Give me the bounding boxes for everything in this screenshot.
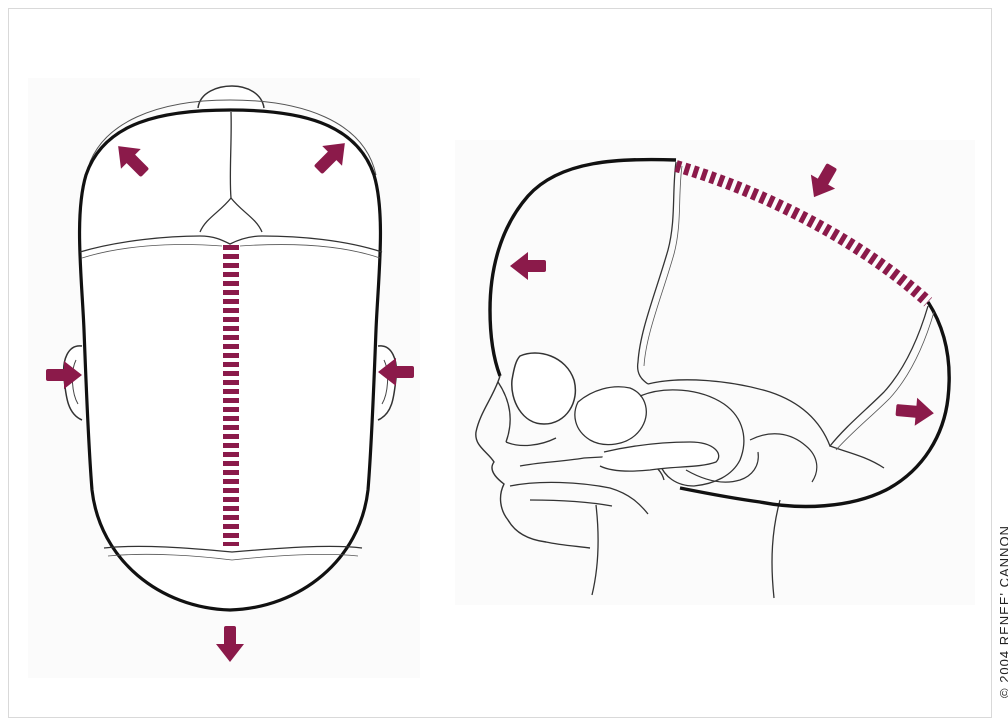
arrow-back-down	[216, 626, 244, 662]
eye-orbit	[512, 353, 576, 424]
side-view-skull	[476, 159, 949, 598]
arrow-forehead-forward	[510, 252, 546, 280]
arrow-occiput-back	[895, 396, 935, 427]
top-view-skull	[64, 86, 397, 610]
nose-outline	[198, 86, 264, 108]
coronal-suture-side	[638, 162, 676, 384]
neck-outline	[592, 500, 780, 598]
lambdoid-suture-side	[830, 306, 928, 468]
arrow-vertex-down	[802, 159, 844, 204]
sagittal-suture-fused-side	[676, 166, 928, 302]
copyright-credit: © 2004 RENEE' CANNON	[997, 525, 1008, 698]
